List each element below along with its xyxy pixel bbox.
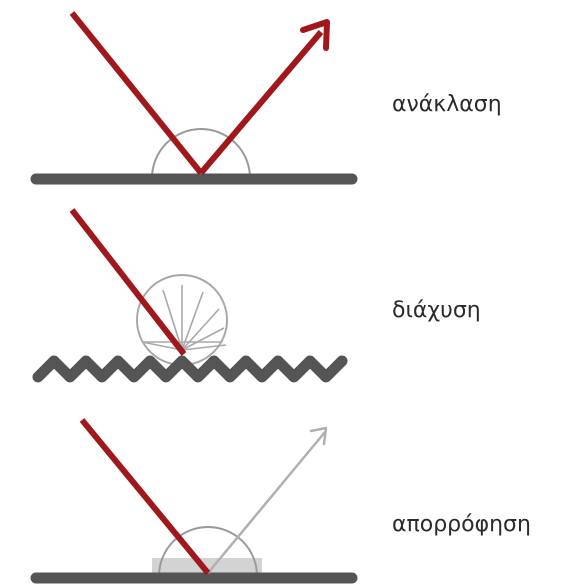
reflection-reflected-ray [201,32,321,173]
reflection-diagram [36,13,352,179]
absorption-diagram [36,420,352,578]
absorption-faint-reflected-ray [208,432,325,573]
reflection-incident-ray [72,13,201,173]
absorption-incident-ray [82,420,208,573]
diffusion-diagram [38,210,342,377]
diffusion-incident-ray [72,210,184,354]
reflection-label: ανάκλαση [392,92,502,117]
diffusion-rough-surface [38,361,342,377]
diffusion-label: διάχυση [392,298,481,323]
absorption-label: απορρόφηση [392,512,531,537]
